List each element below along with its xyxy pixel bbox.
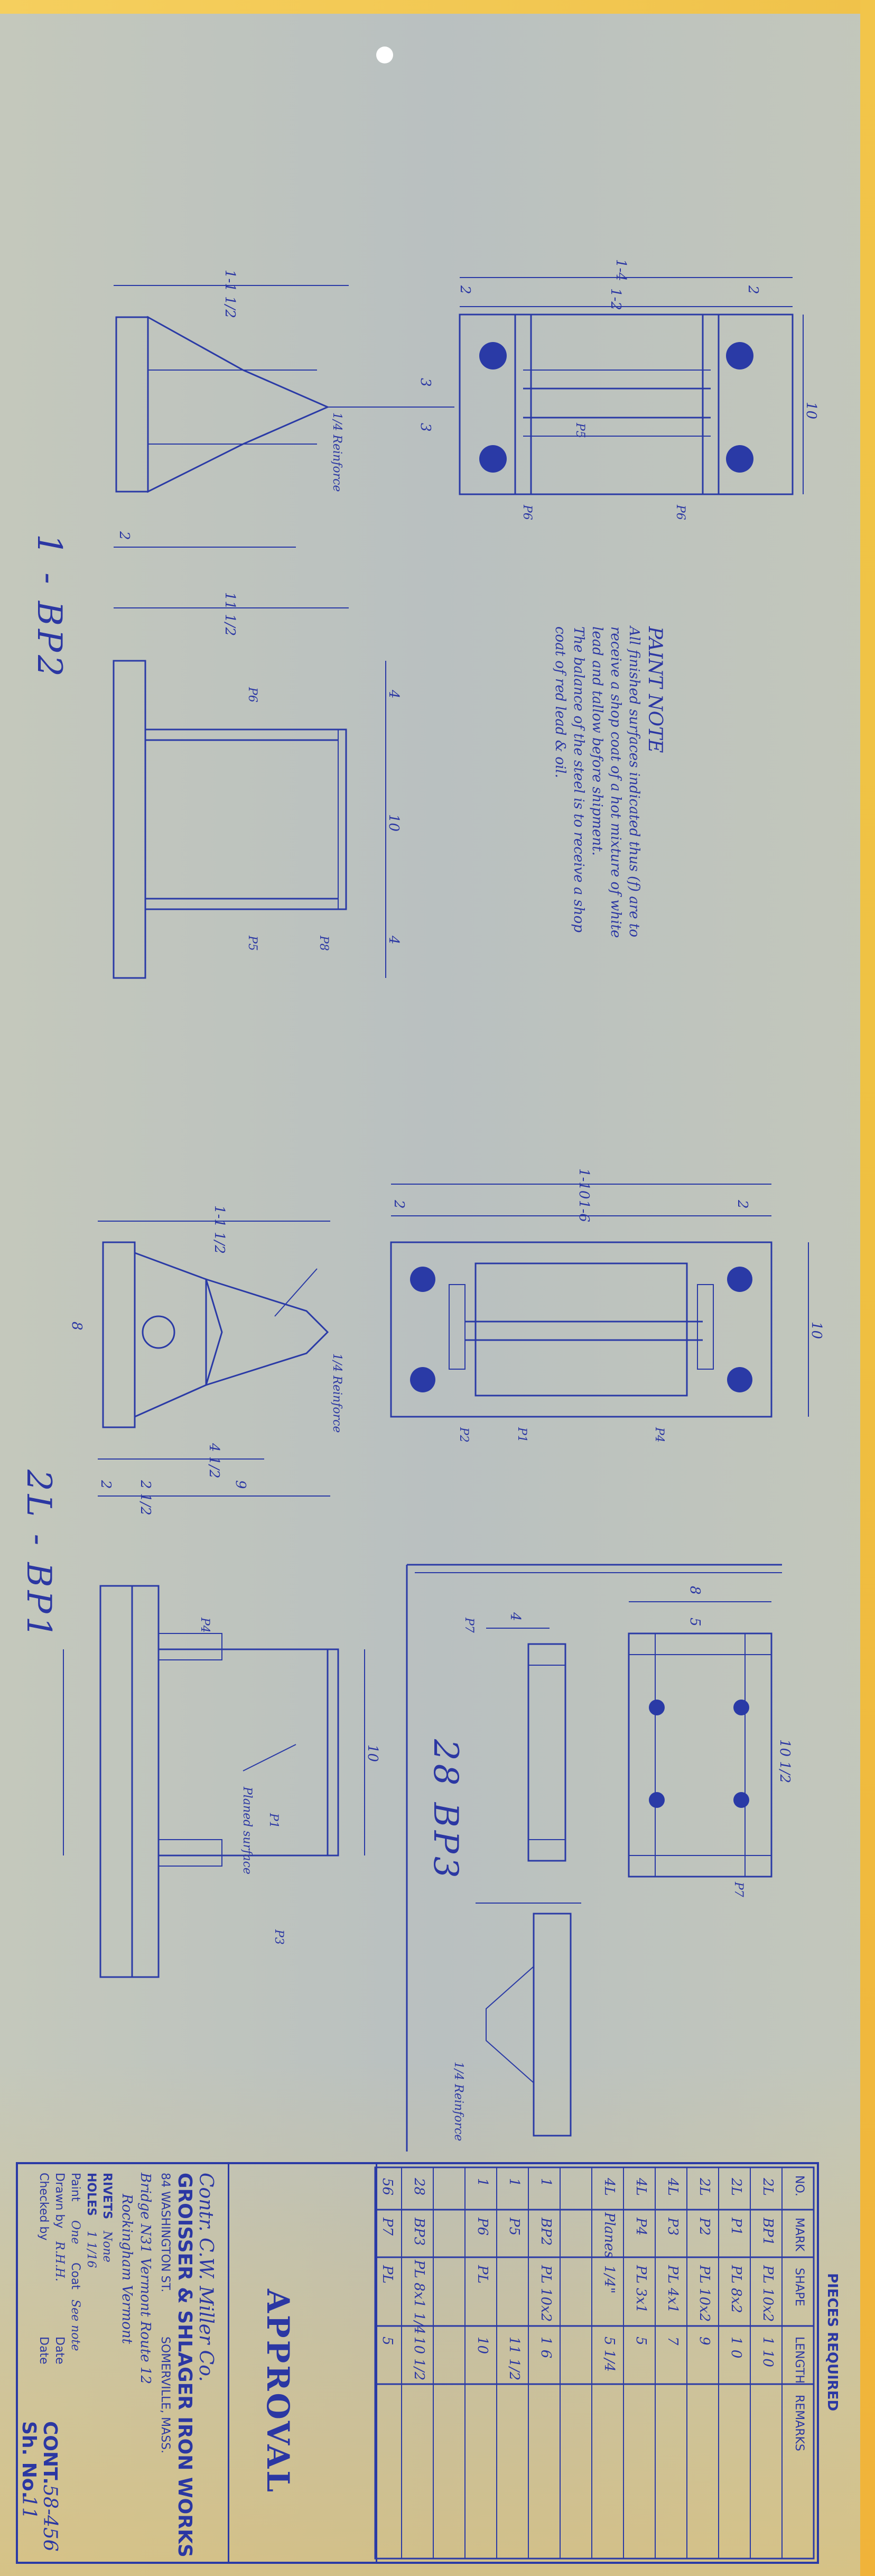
table-cell: 1 [474, 2178, 490, 2187]
table-cell: 4L [633, 2178, 649, 2196]
pieces-header-shape: SHAPE [793, 2268, 806, 2306]
table-cell: P4 [633, 2218, 649, 2236]
title-block-info-column [18, 2164, 229, 2562]
table-cell: PL 8x1 1/4 [411, 2260, 427, 2334]
table-cell: 11 1/2 [506, 2337, 522, 2381]
pieces-header-remarks: REMARKS [793, 2395, 806, 2451]
bp3-side-view [486, 1628, 566, 1862]
table-cell: 2L [728, 2178, 744, 2196]
title-block [16, 2162, 819, 2564]
bp2-side-view [114, 285, 349, 608]
table-cell: 10 1/2 [411, 2337, 427, 2381]
table-cell: 10 [474, 2337, 490, 2355]
table-cell: 28 [411, 2178, 427, 2196]
table-cell: 7 [665, 2337, 681, 2346]
table-cell: P1 [728, 2218, 744, 2236]
table-cell: PL 3x1 [633, 2265, 649, 2313]
table-cell: 1 0 [728, 2337, 744, 2359]
table-cell: PL 10x2 [696, 2265, 712, 2322]
table-cell: 56 [379, 2178, 395, 2196]
bp3-end-view [476, 1903, 581, 2137]
table-cell: 1 10 [760, 2337, 776, 2367]
table-cell: PL 8x2 [728, 2265, 744, 2313]
table-cell: 5 [379, 2337, 395, 2346]
table-cell: P3 [665, 2218, 681, 2236]
bp1-plan-view [390, 1184, 809, 1418]
pieces-header-mark: MARK [793, 2218, 806, 2251]
table-cell: BP1 [760, 2218, 776, 2246]
title-block-approval-column [229, 2164, 377, 2562]
punch-hole [376, 47, 393, 63]
table-cell: 5 [633, 2337, 649, 2346]
leader-lines [243, 407, 454, 1771]
paper-edge-top [0, 0, 875, 14]
bp3-frame [406, 1564, 782, 2152]
table-cell: 4L [665, 2178, 681, 2196]
table-cell: 9 [696, 2337, 712, 2346]
paper-edge-right [860, 0, 875, 2576]
bp2-end-view [113, 660, 386, 979]
table-cell: P7 [379, 2218, 395, 2236]
table-cell: BP2 [538, 2218, 554, 2246]
table-cell: PL [474, 2265, 490, 2284]
table-cell: Planes [601, 2212, 617, 2258]
table-cell: PL 10x2 [760, 2265, 776, 2322]
table-cell: 1/4" [601, 2265, 617, 2294]
table-cell: 1 [538, 2178, 554, 2187]
bp3-plan-view [628, 1601, 772, 1878]
bp1-side-view [98, 1221, 330, 1497]
table-cell: P5 [506, 2218, 522, 2236]
table-cell: PL 4x1 [665, 2265, 681, 2313]
table-cell: 5 1/4 [601, 2337, 617, 2372]
table-cell: PL [379, 2265, 395, 2284]
table-cell: PL 10x2 [538, 2265, 554, 2322]
pieces-header-no: NO. [793, 2175, 806, 2196]
table-cell: 1 6 [538, 2337, 554, 2359]
table-cell: 4L [601, 2178, 617, 2196]
bp1-end-view [63, 1585, 365, 1978]
table-cell: P2 [696, 2218, 712, 2236]
table-cell: BP3 [411, 2218, 427, 2246]
bp2-plan-view [459, 277, 804, 495]
table-cell: 1 [506, 2178, 522, 2187]
table-cell: 2L [760, 2178, 776, 2196]
table-cell: 2L [696, 2178, 712, 2196]
table-cell: P6 [474, 2218, 490, 2236]
pieces-header-length: LENGTH [793, 2337, 806, 2384]
